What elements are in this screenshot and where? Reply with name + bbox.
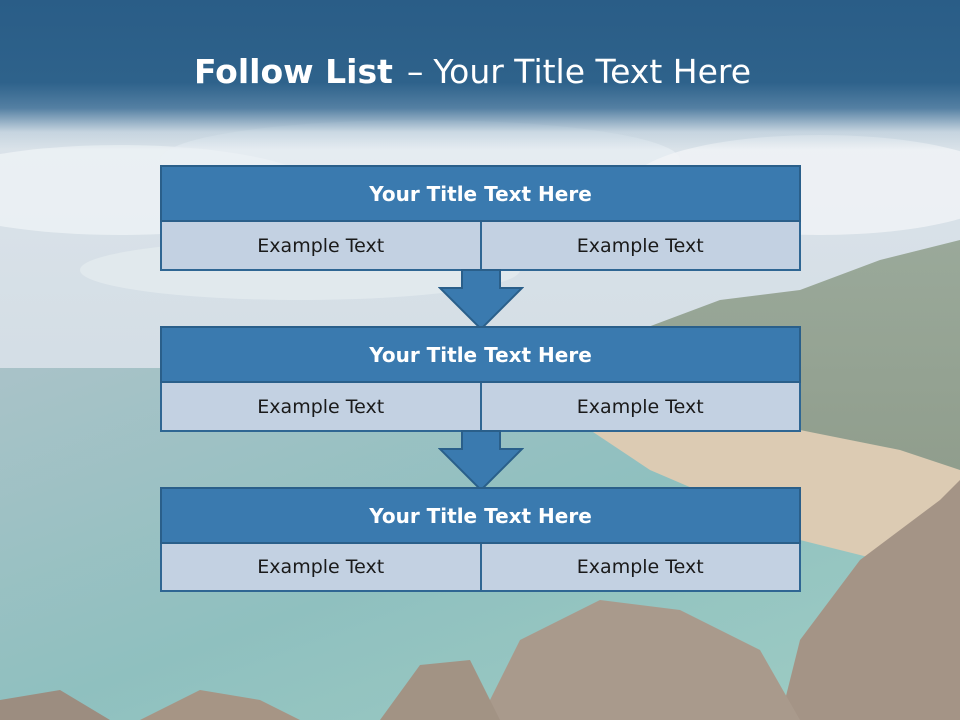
block-title: Your Title Text Here <box>160 487 801 544</box>
block-cell-left: Example Text <box>160 383 482 432</box>
block-title: Your Title Text Here <box>160 165 801 222</box>
block-cell-right: Example Text <box>481 544 801 592</box>
list-block-3: Your Title Text Here Example Text Exampl… <box>160 487 801 592</box>
block-row: Example Text Example Text <box>160 383 801 432</box>
down-arrow-icon <box>438 269 524 331</box>
block-row: Example Text Example Text <box>160 222 801 271</box>
slide-title-bold: Follow List <box>193 52 393 91</box>
list-block-1: Your Title Text Here Example Text Exampl… <box>160 165 801 271</box>
block-cell-right: Example Text <box>481 222 801 271</box>
block-title: Your Title Text Here <box>160 326 801 383</box>
slide-title-separator: – <box>406 52 424 91</box>
block-row: Example Text Example Text <box>160 544 801 592</box>
slide-title: Follow List–Your Title Text Here <box>0 52 945 91</box>
down-arrow-icon <box>438 430 524 492</box>
title-banner: Follow List–Your Title Text Here <box>0 0 960 150</box>
block-cell-left: Example Text <box>160 222 482 271</box>
block-cell-right: Example Text <box>481 383 801 432</box>
list-block-2: Your Title Text Here Example Text Exampl… <box>160 326 801 432</box>
block-cell-left: Example Text <box>160 544 482 592</box>
slide-title-rest: Your Title Text Here <box>433 52 752 91</box>
